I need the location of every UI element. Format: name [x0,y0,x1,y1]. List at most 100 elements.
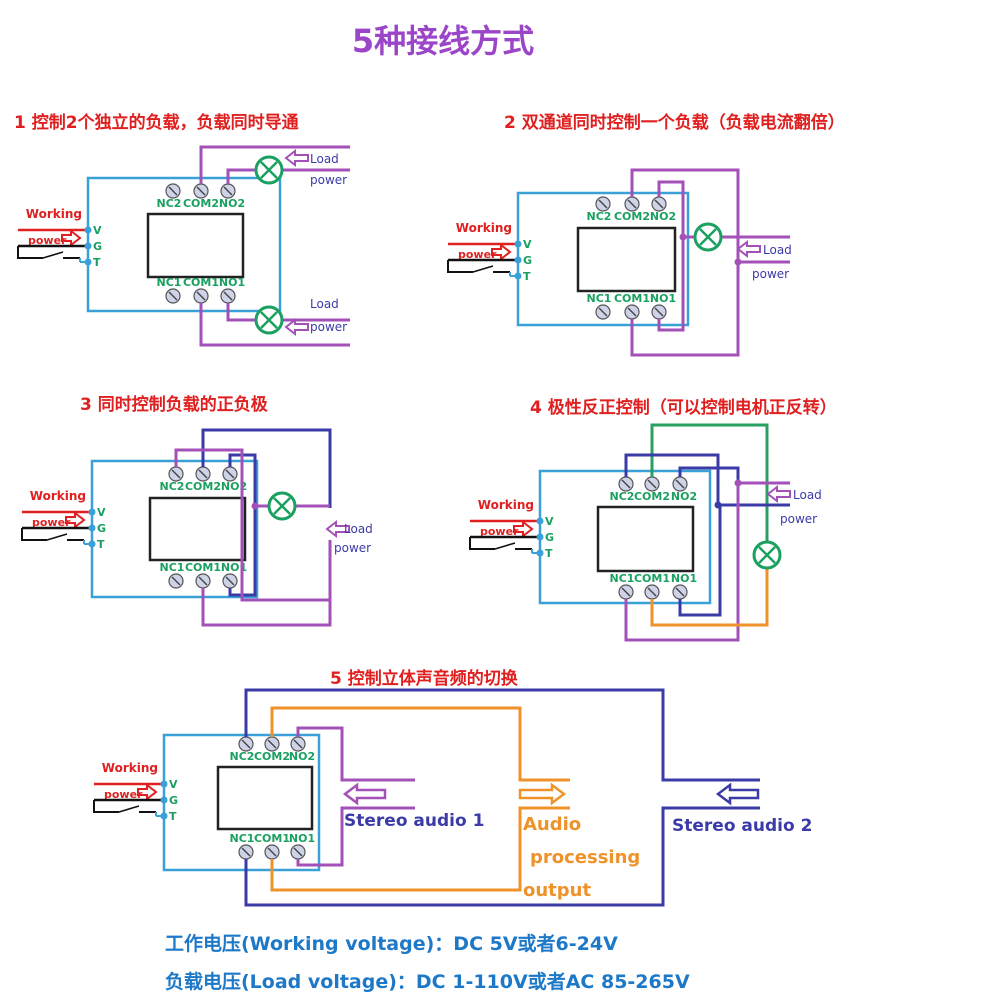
diagram-1-nc2-label: NC2 [157,197,182,210]
diagram-1-power-label-bottom: power [310,320,347,334]
diagram-3-switch-blade [46,533,68,541]
diagram-3-terminal-bottom-2 [195,573,211,589]
diagram-3-lamp-cross-b [273,497,291,515]
diagram-1-wire-no2-lamp [226,168,255,184]
diagram-5-wire-nc1-navy [244,806,760,907]
diagram-5-output-label-line3: output [523,880,591,901]
diagram-5-relay-block [216,765,314,831]
diagram-2-terminal-top-3 [651,196,667,212]
diagram-1-com1-label: COM1 [183,276,219,289]
diagram-2-terminal-bottom-1 [595,304,611,320]
diagram-1-terminal-top-1 [165,183,181,199]
diagram-5-com1-label: COM1 [254,832,290,845]
diagram-2-terminal-bottom-3 [651,304,667,320]
diagram-4-switch-lead [469,537,495,550]
diagram-3-junction-lamp [251,502,259,510]
diagram-2-terminal-bottom-3-slot [654,307,664,317]
diagram-4-no1-label: NO1 [671,572,697,585]
diagram-2-g-label: G [523,254,532,267]
section-1-heading: 1 控制2个独立的负载，负载同时导通 [14,112,299,133]
diagram-1-terminal-top-3-slot [223,186,233,196]
diagram-2-v-dot [514,240,522,248]
diagram-4-power-arrow [513,519,534,539]
diagram-1-terminal-bottom-3 [220,288,236,304]
diagram-1-power-label-top: power [310,173,347,187]
diagram-5-terminal-top-3-slot [293,739,303,749]
section-5-heading: 5 控制立体声音频的切换 [330,668,519,689]
diagram-3-terminal-top-2 [195,466,211,482]
diagram-3-v-label: V [97,506,106,519]
diagram-3-switch-lead [21,528,47,541]
diagram-4-terminal-bottom-1 [618,584,634,600]
diagram-3-t-dot [88,540,96,548]
diagram-3-lamp [267,491,297,521]
diagram-1-g-label: G [93,240,102,253]
diagram-4-terminal-bottom-2-slot [647,587,657,597]
diagram-1-lamp-bottom-cross-b [260,311,278,329]
diagram-2-v-label: V [523,238,532,251]
diagram-1-switch-lead [17,246,43,259]
diagram-4-wire-nc2-navy [624,453,790,507]
diagram-3-v-dot [88,508,96,516]
diagram-3-t-label: T [97,538,105,551]
diagram-1-v-dot [84,226,92,234]
diagram-4-wire-com1-orange [650,569,769,627]
diagram-5-stereo1-arrow [342,782,387,806]
diagram-5-v-dot [160,780,168,788]
diagram-5-no2-label: NO2 [289,750,315,763]
diagram-3-nc2-label: NC2 [160,480,185,493]
diagram-5-wire-com2-orange [270,706,570,782]
diagram-2-power-arrow [491,242,512,262]
diagram-4-terminal-bottom-1-slot [621,587,631,597]
diagram-4-nc1-label: NC1 [610,572,635,585]
diagram-4-com1-label: COM1 [634,572,670,585]
load-voltage-note: 负载电压(Load voltage)：DC 1-110V或者AC 85-265V [165,971,690,993]
diagram-3-com2-label: COM2 [185,480,221,493]
diagram-4-power-label: power [780,512,817,526]
section-3-heading: 3 同时控制负载的正负极 [80,394,268,415]
diagram-1-terminal-bottom-2 [193,288,209,304]
diagram-1-no2-label: NO2 [219,197,245,210]
diagram-2-lamp [693,222,723,252]
diagram-4-g-label: G [545,531,554,544]
diagram-4-terminal-bottom-2 [644,584,660,600]
diagram-1-lamp-bottom [254,305,284,335]
diagram-5-t-label: T [169,810,177,823]
diagram-1-terminal-top-2 [193,183,209,199]
diagram-1-wire-com1 [199,303,350,347]
diagram-4-t-dot [536,549,544,557]
diagram-4-wire-nc1-purple [624,483,740,642]
diagram-5-nc1-label: NC1 [230,832,255,845]
diagram-4-terminal-bottom-3 [672,584,688,600]
diagram-5-wire-com1-orange [270,806,570,892]
diagram-3-terminal-top-3 [222,466,238,482]
diagram-5-terminal-bottom-3-slot [293,847,303,857]
diagram-2-terminal-bottom-2 [624,304,640,320]
diagram-2-terminal-top-2-slot [627,199,637,209]
diagram-2-t-dot [514,272,522,280]
diagram-3-power-arrow [65,510,86,530]
diagram-4-junction-top [734,479,742,487]
diagram-4-terminal-top-3-slot [675,479,685,489]
diagram-2-no2-label: NO2 [650,210,676,223]
diagram-4-terminal-top-2 [644,476,660,492]
diagram-1-terminal-bottom-1 [165,288,181,304]
diagram-4-terminal-bottom-3-slot [675,587,685,597]
diagram-2-lamp-cross-b [699,228,717,246]
diagram-1-lamp-top-cross-b [260,161,278,179]
diagram-2-wire-no1 [657,237,685,332]
diagram-5-terminal-bottom-1 [238,844,254,860]
diagram-2-terminal-bottom-2-slot [627,307,637,317]
diagram-5-terminal-bottom-1-slot [241,847,251,857]
diagram-4-lamp-cross-b [758,546,776,564]
diagram-4-wire-no1-navy [678,505,722,617]
diagram-4-v-dot [536,517,544,525]
diagram-2-switch-lead [447,260,473,273]
diagram-2-g-dot [514,256,522,264]
diagram-3-terminal-bottom-3-slot [225,576,235,586]
diagram-1-load-label-top: Load [310,152,339,166]
diagram-3-terminal-bottom-3 [222,573,238,589]
diagram-3-power-label: power [32,516,71,529]
diagram-2-wire-com1 [630,262,740,357]
